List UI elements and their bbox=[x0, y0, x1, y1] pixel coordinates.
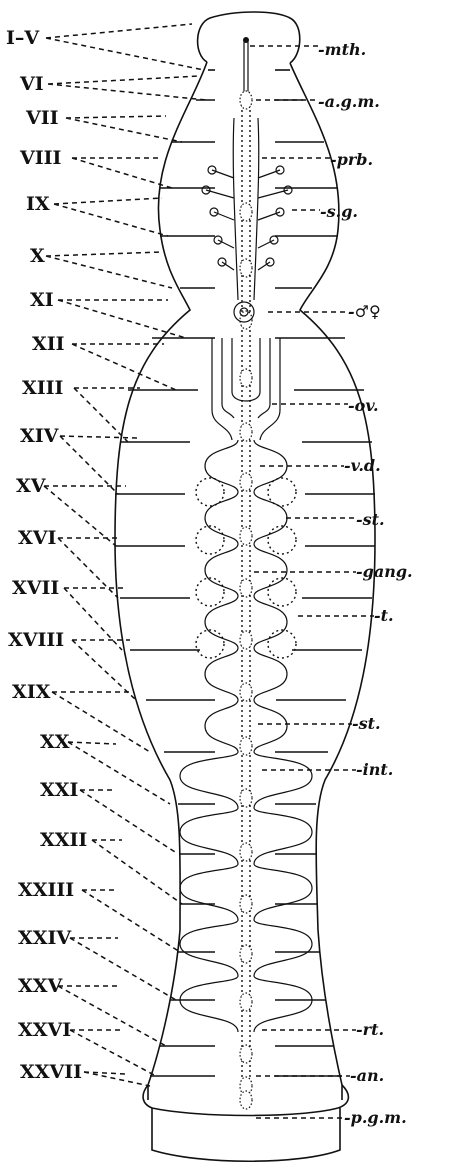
organ-label-sg: -s.g. bbox=[320, 202, 358, 221]
testis bbox=[268, 478, 296, 506]
segment-label: XVII bbox=[12, 577, 59, 599]
ganglion bbox=[240, 203, 252, 221]
salivary-duct bbox=[258, 170, 280, 178]
organ-label-prb: -prb. bbox=[330, 150, 373, 169]
organ-label-agm: -a.g.m. bbox=[318, 92, 380, 111]
segment-label: XX bbox=[40, 731, 70, 753]
salivary-duct bbox=[212, 170, 234, 178]
organ-label-sex: -♂♀ bbox=[348, 302, 381, 321]
ganglion bbox=[240, 789, 252, 807]
ganglion bbox=[240, 631, 252, 649]
ganglion bbox=[240, 843, 252, 861]
segment-leader bbox=[66, 116, 182, 142]
anterior-sucker bbox=[198, 12, 300, 63]
mouth bbox=[243, 37, 249, 43]
segment-leader bbox=[72, 344, 176, 390]
segment-label: XIII bbox=[22, 377, 64, 399]
organ-label-mth: -mth. bbox=[318, 40, 366, 59]
segment-label: X bbox=[30, 245, 45, 267]
ganglion bbox=[240, 579, 252, 597]
segment-label: VII bbox=[25, 107, 59, 129]
segment-leader bbox=[82, 890, 180, 952]
segment-label: XXVI bbox=[18, 1019, 71, 1041]
testis bbox=[196, 526, 224, 554]
segment-label: XVI bbox=[18, 527, 56, 549]
segment-label: VI bbox=[19, 73, 44, 95]
gut-system bbox=[180, 37, 312, 1109]
segment-label: XII bbox=[32, 333, 65, 355]
organ-label-st1: -st. bbox=[356, 510, 385, 529]
salivary-duct bbox=[206, 190, 234, 198]
segment-label: XXIII bbox=[18, 879, 74, 901]
ganglion bbox=[240, 1091, 252, 1109]
segment-leader bbox=[72, 158, 172, 188]
organ-label-gang: -gang. bbox=[356, 562, 413, 581]
segment-label: I–V bbox=[6, 27, 40, 49]
segment-leader bbox=[48, 76, 206, 100]
organ-label-int: -int. bbox=[356, 760, 393, 779]
ganglion bbox=[240, 683, 252, 701]
ganglion bbox=[240, 527, 252, 545]
organ-label-an: -an. bbox=[350, 1066, 384, 1085]
ganglion bbox=[240, 945, 252, 963]
segment-label: XXV bbox=[18, 975, 63, 997]
ganglion bbox=[240, 473, 252, 491]
organ-label-t: -t. bbox=[374, 606, 394, 625]
ganglion bbox=[240, 737, 252, 755]
organ-label-ov: -ov. bbox=[348, 396, 379, 415]
salivary-duct bbox=[258, 240, 274, 248]
segment-leader bbox=[70, 938, 176, 1000]
segment-label: XV bbox=[16, 475, 47, 497]
organ-label-vd: -v.d. bbox=[344, 456, 381, 475]
ganglion bbox=[240, 259, 252, 277]
stomach-wall-left bbox=[205, 440, 238, 752]
salivary-duct bbox=[258, 190, 288, 198]
segment-label: XVIII bbox=[8, 629, 64, 651]
salivary-duct bbox=[214, 212, 234, 220]
testis bbox=[196, 578, 224, 606]
segment-label: XIV bbox=[20, 425, 60, 447]
segment-leader bbox=[58, 538, 120, 598]
segment-label: XIX bbox=[12, 681, 51, 703]
segment-label: XI bbox=[30, 289, 54, 311]
segment-leader bbox=[54, 198, 168, 236]
salivary-duct bbox=[218, 240, 234, 248]
ganglion bbox=[240, 993, 252, 1011]
ganglion bbox=[240, 91, 252, 109]
organ-label-st2: -st. bbox=[352, 714, 381, 733]
segment-label: IX bbox=[26, 193, 50, 215]
segment-leader bbox=[92, 840, 182, 904]
testis bbox=[268, 630, 296, 658]
segment-label: XXIV bbox=[18, 927, 72, 949]
intestine-caeca-right bbox=[254, 752, 312, 1032]
testis bbox=[268, 526, 296, 554]
ganglion bbox=[240, 895, 252, 913]
segment-label: XXVII bbox=[20, 1061, 82, 1083]
testis bbox=[196, 630, 224, 658]
segment-leader bbox=[70, 1030, 156, 1076]
segment-labels: I–VVIVIIVIIIIXXXIXIIXIIIXIVXVXVIXVIIXVII… bbox=[6, 24, 206, 1086]
ganglion bbox=[240, 369, 252, 387]
segment-leader bbox=[46, 24, 204, 70]
testis bbox=[196, 478, 224, 506]
organ-labels: -mth. -a.g.m. -prb. -s.g. -♂♀ -ov. -v.d. -st. -g… bbox=[250, 40, 413, 1127]
segment-leader bbox=[84, 1072, 150, 1086]
stomach-wall-right bbox=[254, 440, 287, 752]
organ-label-rt: -rt. bbox=[356, 1020, 384, 1039]
segment-leader bbox=[58, 986, 166, 1046]
salivary-duct bbox=[258, 212, 280, 220]
ganglion bbox=[240, 1045, 252, 1063]
segment-leader bbox=[72, 640, 136, 700]
segment-label: XXII bbox=[40, 829, 87, 851]
segment-label: XXI bbox=[40, 779, 78, 801]
segment-label: VIII bbox=[19, 147, 62, 169]
intestine-caeca-left bbox=[180, 752, 238, 1032]
organ-label-pgm: -p.g.m. bbox=[344, 1108, 407, 1127]
testis bbox=[268, 578, 296, 606]
ganglion bbox=[240, 423, 252, 441]
segment-leader bbox=[46, 252, 172, 288]
